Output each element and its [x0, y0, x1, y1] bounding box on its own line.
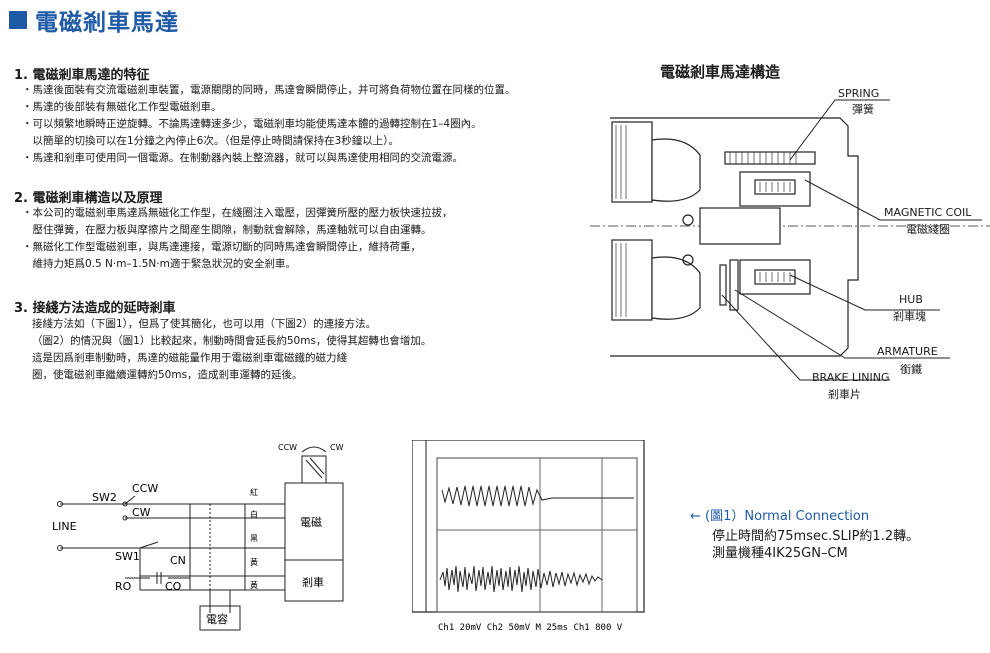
wire-color-5: 黃	[250, 580, 258, 590]
magnetic-coil-label-zh: 電磁綫圈	[906, 223, 950, 236]
figure-note-label: (圖1）Normal Connection	[705, 509, 870, 524]
section-2-heading: 2. 電磁剎車構造以及原理	[14, 191, 163, 206]
armature-label-zh: 銜鐵	[900, 363, 922, 376]
co-label: CO	[165, 580, 182, 593]
motor-label: 電磁	[300, 516, 322, 529]
line-label: LINE	[52, 520, 77, 533]
ro-label: RO	[115, 580, 132, 593]
hub-label-zh: 剎車塊	[893, 310, 926, 323]
title-square-icon	[9, 11, 27, 29]
section-3-line: 這是因爲剎車制動時，馬達的磁能量作用于電磁剎車電磁鐵的磁力綫	[32, 352, 347, 364]
section-1-line: ・馬達後面裝有交流電磁剎車裝置，電源關閉的同時，馬達會瞬間停止，并可將負荷物位置…	[22, 84, 516, 96]
brake-lining-label-zh: 剎車片	[828, 388, 861, 401]
section-3-line: 接綫方法如（下圖1），但爲了使其簡化，也可以用（下圖2）的連接方法。	[32, 318, 377, 330]
section-1-body: ・馬達後面裝有交流電磁剎車裝置，電源關閉的同時，馬達會瞬間停止，并可將負荷物位置…	[22, 82, 516, 167]
cn-label: CN	[170, 554, 186, 567]
leader-lines	[721, 99, 982, 381]
sw2-cw-label: CW	[132, 506, 151, 519]
section-2-line: 維持力矩爲0.5 N·m–1.5N·m適于緊急狀況的安全剎車。	[22, 258, 296, 270]
section-1-heading: 1. 電磁剎車馬達的特征	[14, 68, 150, 83]
section-3-heading: 3. 接綫方法造成的延時剎車	[14, 301, 176, 316]
hub-label: HUB	[899, 293, 923, 306]
ccw-label: CCW	[278, 443, 297, 452]
spring-label: SPRING	[838, 87, 880, 100]
brake-lining-label: BRAKE LINING	[812, 371, 890, 384]
structure-diagram-title: 電磁剎車馬達構造	[660, 63, 781, 81]
figure-note-line-1: 停止時間約75msec.SLIP約1.2轉。	[712, 529, 920, 544]
figure-note: ← (圖1）Normal Connection 停止時間約75msec.SLIP…	[690, 505, 919, 562]
armature-label: ARMATURE	[877, 345, 938, 358]
section-2-line: ・本公司的電磁剎車馬達爲無磁化工作型，在綫圈注入電壓，因彈簧所壓的壓力板快速拉拔…	[22, 207, 453, 219]
cw-label: CW	[330, 443, 344, 452]
figure-note-line-2: 測量機種4IK25GN–CM	[712, 546, 848, 561]
brake-label: 剎車	[302, 575, 324, 589]
oscilloscope-trace: Ch1 20mV Ch2 50mV M 25ms Ch1 800 V	[412, 440, 645, 633]
sw2-ccw-label: CCW	[132, 482, 158, 495]
motor-housing	[590, 117, 990, 357]
wire-color-2: 白	[250, 509, 258, 519]
section-3-line: （圖2）的情況與（圖1）比較起來，制動時間會延長約50ms，使得其超轉也會增加。	[32, 335, 432, 347]
section-1-line: ・可以頻繁地瞬時正逆旋轉。不論馬達轉速多少，電磁剎車均能使馬達本體的過轉控制在1…	[22, 118, 482, 130]
page-header: 電磁剎車馬達	[0, 0, 179, 40]
magnetic-coil-label: MAGNETIC COIL	[884, 206, 972, 219]
figure-note-title: ← (圖1）Normal Connection	[690, 505, 919, 524]
section-2-line: ・無磁化工作型電磁剎車，與馬達連接，電源切斷的同時馬達會瞬間停止，維持荷重，	[22, 241, 421, 253]
motor-structure-diagram	[590, 99, 990, 381]
capacitor-label: 電容	[206, 612, 228, 626]
oscilloscope-caption: Ch1 20mV Ch2 50mV M 25ms Ch1 800 V	[438, 623, 623, 633]
section-3-line: 圈，使電磁剎車繼續運轉約50ms，造成剎車運轉的延後。	[32, 369, 303, 381]
page-title: 電磁剎車馬達	[35, 10, 179, 36]
section-1-line: ・馬達的後部裝有無磁化工作型電磁剎車。	[22, 101, 222, 113]
left-arrow-icon: ←	[690, 509, 701, 524]
rotation-arrow-icon	[301, 446, 327, 453]
sw1-label: SW1	[115, 550, 140, 563]
section-1-line: ・馬達和剎車可使用同一個電源。在制動器內裝上整流器，就可以與馬達使用相同的交流電…	[22, 152, 463, 164]
wire-color-1: 紅	[250, 487, 258, 497]
wire-color-3: 黑	[250, 534, 258, 543]
wire-color-4: 黃	[250, 557, 258, 567]
section-3-body: 接綫方法如（下圖1），但爲了使其簡化，也可以用（下圖2）的連接方法。 （圖2）的…	[32, 316, 431, 384]
sw2-label: SW2	[92, 491, 117, 504]
section-2-line: 壓住彈簧，在壓力板與摩擦片之間産生間隙，制動就會解除，馬達軸就可以自由運轉。	[22, 224, 432, 236]
section-2-body: ・本公司的電磁剎車馬達爲無磁化工作型，在綫圈注入電壓，因彈簧所壓的壓力板快速拉拔…	[22, 205, 453, 273]
section-1-line: 以簡單的切換可以在1分鐘之內停止6次。（但是停止時間請保持在3秒鐘以上）。	[22, 135, 400, 147]
wiring-diagram: CCW CW SW2 CCW CW LINE SW1 CN RO CO 紅 白 …	[52, 443, 344, 631]
spring-label-zh: 彈簧	[852, 103, 874, 116]
